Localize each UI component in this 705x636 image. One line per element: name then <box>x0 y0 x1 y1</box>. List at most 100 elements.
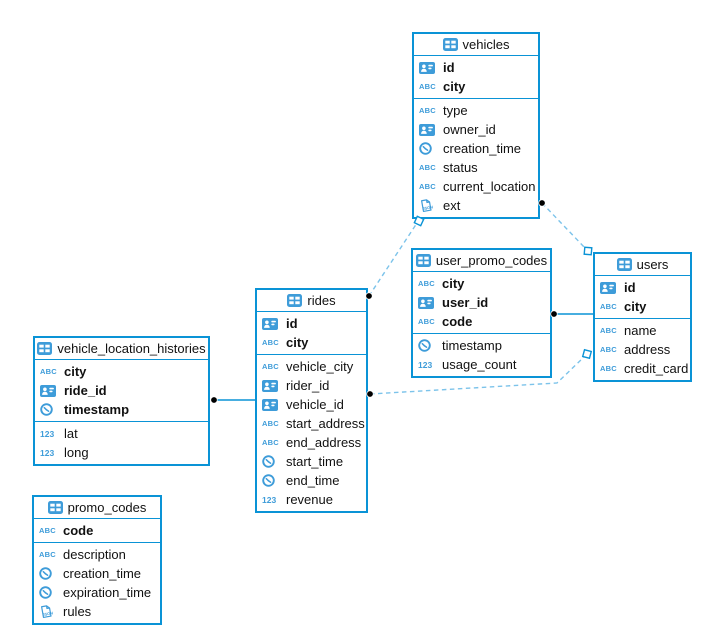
column-name: current_location <box>443 179 536 194</box>
column-name: id <box>624 280 636 295</box>
relationship-rides-vehicles <box>368 222 418 297</box>
table-grid-icon <box>47 501 63 514</box>
123-number-icon: 123 <box>262 494 277 505</box>
id-card-icon <box>262 398 282 411</box>
column-name: description <box>63 547 126 562</box>
abc-text-icon: ABC <box>600 364 617 373</box>
column-name: end_time <box>286 473 340 488</box>
column-id[interactable]: id <box>595 278 690 297</box>
column-name: revenue <box>286 492 333 507</box>
id-card-icon <box>419 123 439 136</box>
column-name: code <box>442 314 473 329</box>
column-description[interactable]: ABC description <box>34 545 160 564</box>
id-card-icon <box>418 296 438 309</box>
column-revenue[interactable]: 123 revenue <box>257 490 366 509</box>
123-number-icon: 123 <box>418 359 433 370</box>
table-header[interactable]: vehicle_location_histories <box>35 338 208 360</box>
column-end_time[interactable]: end_time <box>257 471 366 490</box>
column-name: rider_id <box>286 378 330 393</box>
column-creation_time[interactable]: creation_time <box>414 139 538 158</box>
column-name: creation_time <box>63 566 142 581</box>
column-user_id[interactable]: user_id <box>413 293 550 312</box>
column-name: type <box>443 103 468 118</box>
clock-icon <box>40 403 60 416</box>
id-card-icon <box>262 317 282 330</box>
column-name: id <box>443 60 455 75</box>
table-header[interactable]: rides <box>257 290 366 312</box>
json-document-icon: JSON <box>39 604 59 619</box>
abc-text-icon: ABC <box>39 550 56 559</box>
table-header[interactable]: user_promo_codes <box>413 250 550 272</box>
column-type[interactable]: ABC type <box>414 101 538 120</box>
table-title: user_promo_codes <box>435 253 548 268</box>
table-header[interactable]: users <box>595 254 690 276</box>
column-owner_id[interactable]: owner_id <box>414 120 538 139</box>
column-rider_id[interactable]: rider_id <box>257 376 366 395</box>
column-name: city <box>442 276 465 291</box>
table-header[interactable]: promo_codes <box>34 497 160 519</box>
column-timestamp[interactable]: timestamp <box>413 336 550 355</box>
column-id[interactable]: id <box>414 58 538 77</box>
column-name: timestamp <box>442 338 502 353</box>
column-expiration_time[interactable]: expiration_time <box>34 583 160 602</box>
table-header[interactable]: vehicles <box>414 34 538 56</box>
id-card-icon <box>262 379 282 392</box>
abc-text-icon: ABC <box>600 302 617 311</box>
table-grid-icon <box>616 258 632 271</box>
abc-text-icon: ABC <box>418 279 435 288</box>
column-name[interactable]: ABC name <box>595 321 690 340</box>
abc-text-icon: ABC <box>600 326 617 335</box>
column-name: address <box>624 342 671 357</box>
column-vehicle_id[interactable]: vehicle_id <box>257 395 366 414</box>
columns-section: ABC description creation_time expiration_ti… <box>34 542 160 623</box>
column-name: ext <box>443 198 461 213</box>
table-title: promo_codes <box>67 500 147 515</box>
column-creation_time[interactable]: creation_time <box>34 564 160 583</box>
column-ride_id[interactable]: ride_id <box>35 381 208 400</box>
column-city[interactable]: ABC city <box>413 274 550 293</box>
column-name: vehicle_city <box>286 359 354 374</box>
column-name: creation_time <box>443 141 522 156</box>
column-id[interactable]: id <box>257 314 366 333</box>
clock-icon <box>418 339 438 352</box>
svg-text:JSON: JSON <box>42 610 53 617</box>
column-timestamp[interactable]: timestamp <box>35 400 208 419</box>
abc-text-icon: ABC <box>419 163 436 172</box>
column-name: city <box>64 364 87 379</box>
column-name: name <box>624 323 657 338</box>
column-name: owner_id <box>443 122 496 137</box>
column-name: timestamp <box>64 402 130 417</box>
column-start_time[interactable]: start_time <box>257 452 366 471</box>
table-title: rides <box>307 293 336 308</box>
abc-text-icon: ABC <box>419 106 436 115</box>
